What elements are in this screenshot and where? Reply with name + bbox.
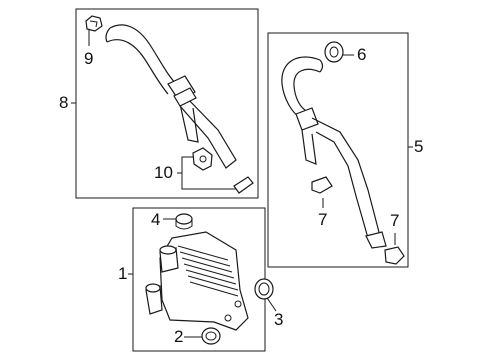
coolant-hose-8: [105, 24, 237, 169]
callout-6: 6: [357, 45, 367, 64]
clip-7a: [311, 176, 333, 194]
seal-3: [254, 278, 274, 300]
callout-2: 2: [174, 327, 184, 346]
coolant-hose-5: [281, 56, 387, 249]
callout-8: 8: [59, 93, 69, 112]
callout-9: 9: [84, 49, 94, 68]
clip-6: [324, 41, 344, 63]
clip-9: [85, 15, 103, 32]
callout-1: 1: [118, 264, 128, 283]
cap-4: [175, 213, 193, 230]
callout-3: 3: [274, 310, 284, 329]
callout-10: 10: [154, 163, 173, 182]
leader-lines: [71, 28, 413, 338]
oil-cooler-1: [145, 231, 249, 331]
bracket-10: [192, 147, 254, 194]
seal-2: [201, 327, 221, 345]
callout-7b: 7: [390, 211, 400, 230]
clip-7b: [384, 246, 405, 265]
group-box-5: [267, 32, 409, 268]
callout-7a: 7: [318, 210, 328, 229]
callout-5: 5: [414, 137, 424, 156]
callout-4: 4: [151, 210, 161, 229]
